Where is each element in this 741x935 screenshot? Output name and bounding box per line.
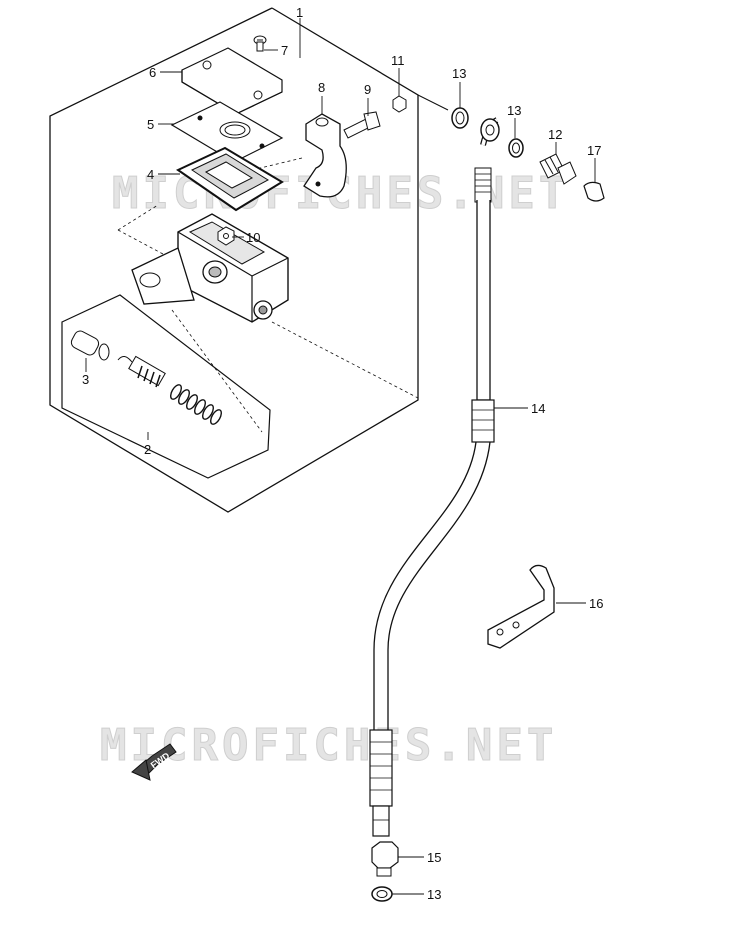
callout-5: 5 [147, 117, 154, 132]
small-nut [392, 95, 407, 113]
callout-13-bottom: 13 [427, 887, 441, 902]
hose-clamp [487, 564, 555, 649]
callout-4: 4 [147, 167, 154, 182]
callout-11: 11 [391, 53, 405, 68]
reservoir-cap [181, 47, 283, 115]
callout-10: 10 [246, 230, 260, 245]
callout-6: 6 [149, 65, 156, 80]
callout-12: 12 [548, 127, 562, 142]
diaphragm-plate [170, 101, 284, 163]
callout-16: 16 [589, 596, 603, 611]
callout-15: 15 [427, 850, 441, 865]
diaphragm [175, 146, 284, 212]
cap-screw [253, 35, 267, 52]
washer-top-right [508, 138, 524, 158]
outline-link-to-hose [417, 94, 449, 111]
washer-top-left [451, 107, 469, 129]
callout-13-top-left: 13 [452, 66, 466, 81]
leader-lines [85, 18, 596, 895]
callout-1: 1 [296, 5, 303, 20]
clutch-hose [369, 117, 500, 837]
callout-3: 3 [82, 372, 89, 387]
callout-14: 14 [531, 401, 545, 416]
piston-assembly [70, 330, 222, 425]
callout-17: 17 [587, 143, 601, 158]
bleeder-valve [539, 153, 577, 185]
union-bolt [371, 841, 399, 877]
callout-9: 9 [364, 82, 371, 97]
bleeder-cap [583, 181, 605, 202]
callout-7: 7 [281, 43, 288, 58]
handlebar-clamp [303, 113, 347, 198]
washer-bottom [371, 886, 393, 902]
watermark-bottom: MICROFICHES.NET [100, 720, 557, 771]
clamp-bolt [343, 111, 381, 139]
callout-2: 2 [144, 442, 151, 457]
callout-13-top-right: 13 [507, 103, 521, 118]
piston-kit-outline [61, 294, 271, 479]
body-nut [217, 226, 235, 246]
callout-8: 8 [318, 80, 325, 95]
master-cylinder-body [131, 213, 289, 323]
